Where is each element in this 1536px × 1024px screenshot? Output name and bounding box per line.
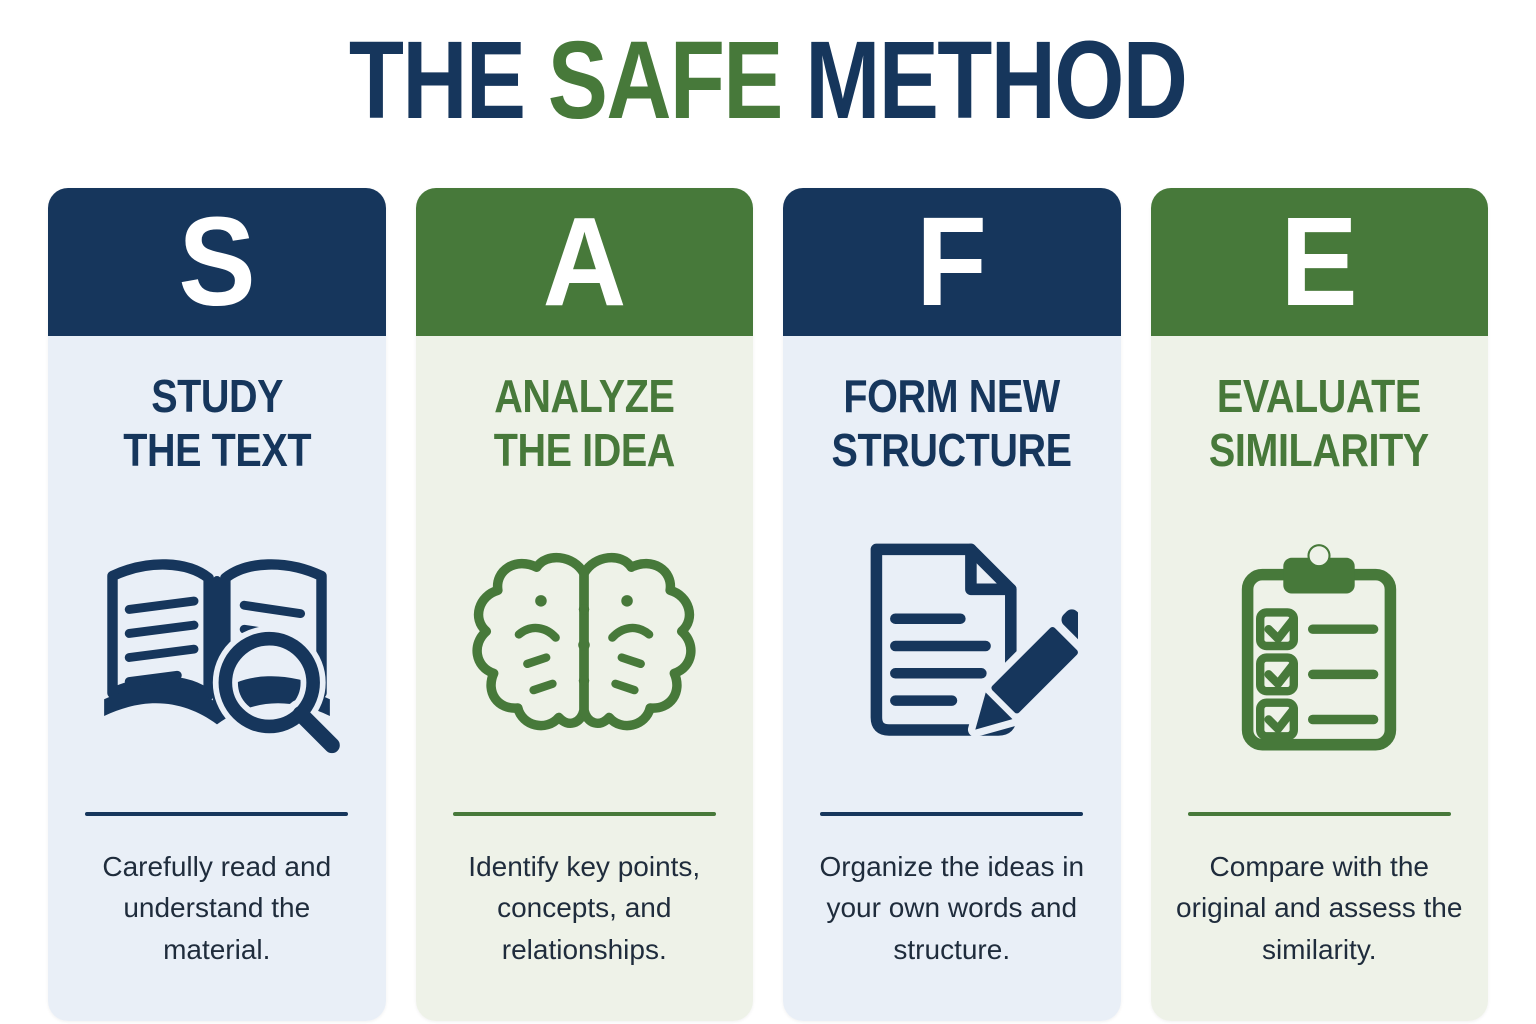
card-heading: FORM NEW STRUCTURE xyxy=(831,370,1073,478)
document-pencil-icon xyxy=(826,496,1078,796)
card-letter: E xyxy=(1280,191,1358,332)
book-magnifier-icon xyxy=(91,496,343,796)
divider xyxy=(85,811,349,816)
card-heading: STUDY THE TEXT xyxy=(123,370,311,478)
card-heading-line2: SIMILARITY xyxy=(1209,423,1430,476)
card-letter: S xyxy=(178,191,256,332)
card-letter-band: S xyxy=(48,188,386,336)
card-evaluate-similarity: E EVALUATE SIMILARITY xyxy=(1150,188,1488,1021)
clipboard-checklist-icon xyxy=(1193,496,1445,796)
card-heading-line2: STRUCTURE xyxy=(831,423,1073,476)
divider xyxy=(452,811,716,816)
title-part-safe: SAFE xyxy=(548,19,784,142)
card-analyze-the-idea: A ANALYZE THE IDEA xyxy=(415,188,753,1021)
card-description: Identify key points, concepts, and relat… xyxy=(468,850,701,965)
card-letter-band: E xyxy=(1150,188,1488,336)
card-body: STUDY THE TEXT Carefully read xyxy=(48,336,386,1021)
card-description: Carefully read and understand the materi… xyxy=(102,850,332,965)
card-letter-band: A xyxy=(415,188,753,336)
method-cards: S STUDY THE TEXT xyxy=(48,188,1488,1021)
divider xyxy=(1187,811,1451,816)
card-letter-band: F xyxy=(783,188,1121,336)
card-heading: ANALYZE THE IDEA xyxy=(493,370,676,478)
title-part-the: THE xyxy=(349,19,549,142)
card-description: Organize the ideas in your own words and… xyxy=(819,850,1085,965)
card-form-new-structure: F FORM NEW STRUCTURE xyxy=(783,188,1121,1021)
card-body: ANALYZE THE IDEA xyxy=(415,336,753,1021)
card-study-the-text: S STUDY THE TEXT xyxy=(48,188,386,1021)
page-title: THE SAFE METHOD xyxy=(0,26,1536,136)
card-heading-line2: THE IDEA xyxy=(493,423,676,476)
card-letter: A xyxy=(542,191,627,332)
card-description: Compare with the original and assess the… xyxy=(1176,850,1463,965)
card-heading-line1: STUDY xyxy=(150,370,283,422)
card-body: FORM NEW STRUCTURE xyxy=(783,336,1121,1021)
divider xyxy=(820,811,1084,816)
card-body: EVALUATE SIMILARITY xyxy=(1150,336,1488,1021)
title-part-method: METHOD xyxy=(782,19,1189,142)
card-heading: EVALUATE SIMILARITY xyxy=(1209,370,1429,478)
card-heading-line2: THE TEXT xyxy=(122,423,311,476)
card-heading-line1: FORM NEW xyxy=(843,370,1061,422)
card-heading-line1: ANALYZE xyxy=(494,370,675,422)
card-heading-line1: EVALUATE xyxy=(1217,370,1422,422)
brain-icon xyxy=(458,496,710,796)
card-letter: F xyxy=(916,191,988,332)
